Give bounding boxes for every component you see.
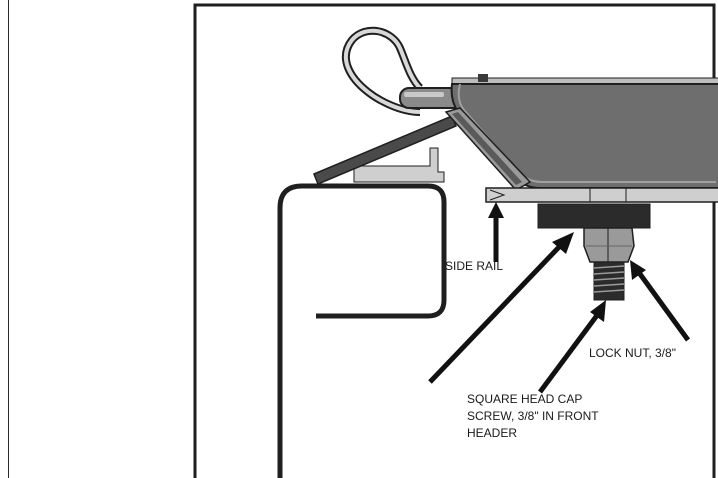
page-left-border	[8, 0, 9, 478]
label-lock-nut: LOCK NUT, 3/8"	[589, 346, 676, 360]
arrow-side-rail-head	[488, 202, 504, 218]
arrow-cap-screw-short	[537, 312, 601, 394]
arrow-lock-nut	[637, 272, 691, 342]
label-side-rail: SIDE RAIL	[445, 259, 503, 273]
label-cap-screw-line2: SCREW, 3/8" IN FRONT	[467, 409, 599, 423]
side-rail-end-mark	[489, 189, 506, 201]
arrow-cap-screw-short-head	[590, 300, 606, 322]
lower-bracket	[353, 147, 445, 183]
mounting-block	[537, 203, 651, 229]
label-cap-screw-line3: HEADER	[467, 426, 517, 440]
latch-lever	[313, 115, 457, 185]
arrow-lock-nut-head	[630, 260, 646, 280]
label-cap-screw-line1: SQUARE HEAD CAP	[467, 392, 582, 406]
handle-body	[450, 83, 718, 189]
lock-nut	[583, 227, 635, 263]
leader-arrows	[428, 202, 691, 394]
figure-frame	[193, 3, 716, 478]
thread-lines	[593, 265, 625, 293]
arrow-cap-screw-long-head	[552, 232, 574, 254]
front-header	[277, 183, 447, 478]
handle-tongue-highlight	[404, 92, 444, 97]
latch-link-inner	[452, 112, 522, 185]
top-pin	[478, 74, 488, 82]
pull-ring-inner	[343, 28, 422, 114]
side-rail	[485, 187, 718, 203]
arrow-cap-screw-long	[428, 244, 562, 384]
